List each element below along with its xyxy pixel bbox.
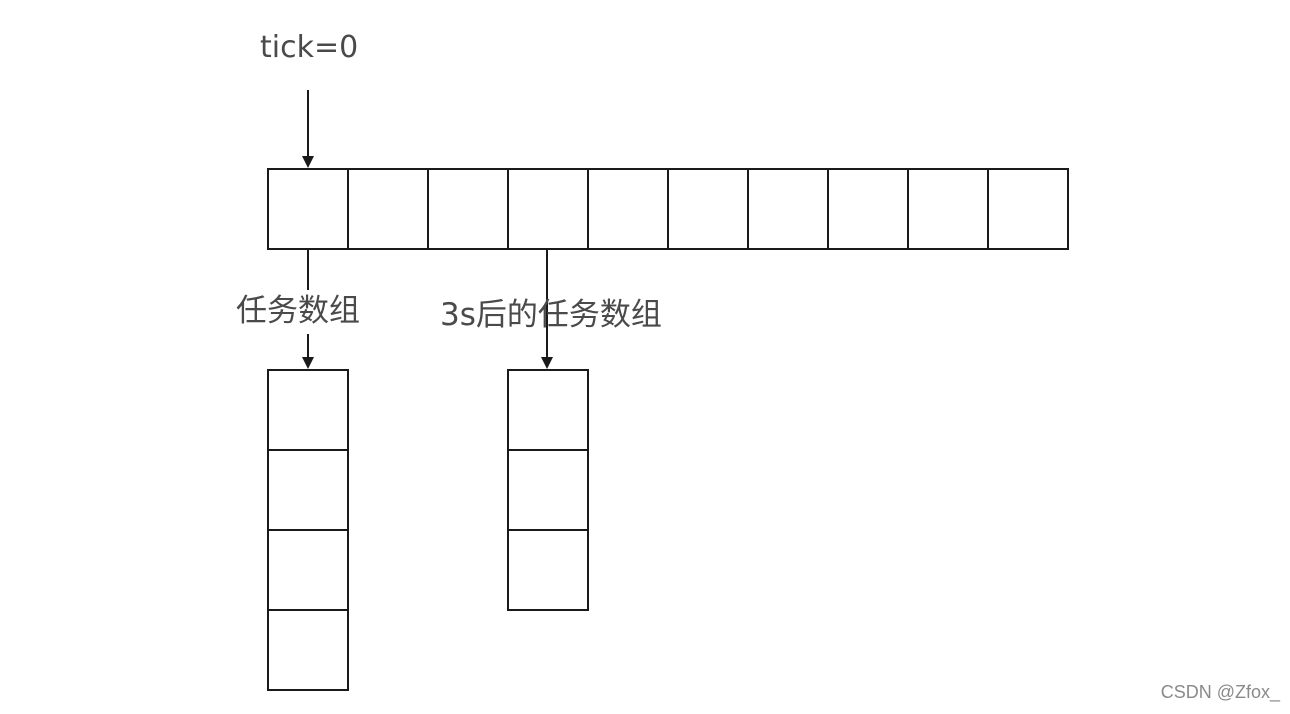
wheel-slot [987, 168, 1069, 250]
tick-pointer-label: tick=0 [260, 30, 359, 65]
task-array-slot [267, 529, 349, 611]
wheel-slot [267, 168, 349, 250]
watermark: CSDN @Zfox_ [1160, 682, 1280, 702]
wheel-slot [427, 168, 509, 250]
wheel-slot [667, 168, 749, 250]
wheel-slot [347, 168, 429, 250]
wheel-slot [827, 168, 909, 250]
task-array-slots [267, 369, 349, 691]
wheel-slot [907, 168, 989, 250]
task-array-slot [267, 449, 349, 531]
future-task-array-slots [507, 369, 589, 611]
future-task-array-label: 3s后的任务数组 [440, 297, 662, 333]
future-task-array-slot [507, 529, 589, 611]
task-array-slot [267, 369, 349, 451]
time-wheel-slots [267, 168, 1069, 250]
future-task-array-slot [507, 449, 589, 531]
wheel-slot [507, 168, 589, 250]
wheel-slot [587, 168, 669, 250]
task-array-slot [267, 609, 349, 691]
wheel-slot [747, 168, 829, 250]
future-task-array-slot [507, 369, 589, 451]
task-array-label: 任务数组 [236, 293, 360, 329]
